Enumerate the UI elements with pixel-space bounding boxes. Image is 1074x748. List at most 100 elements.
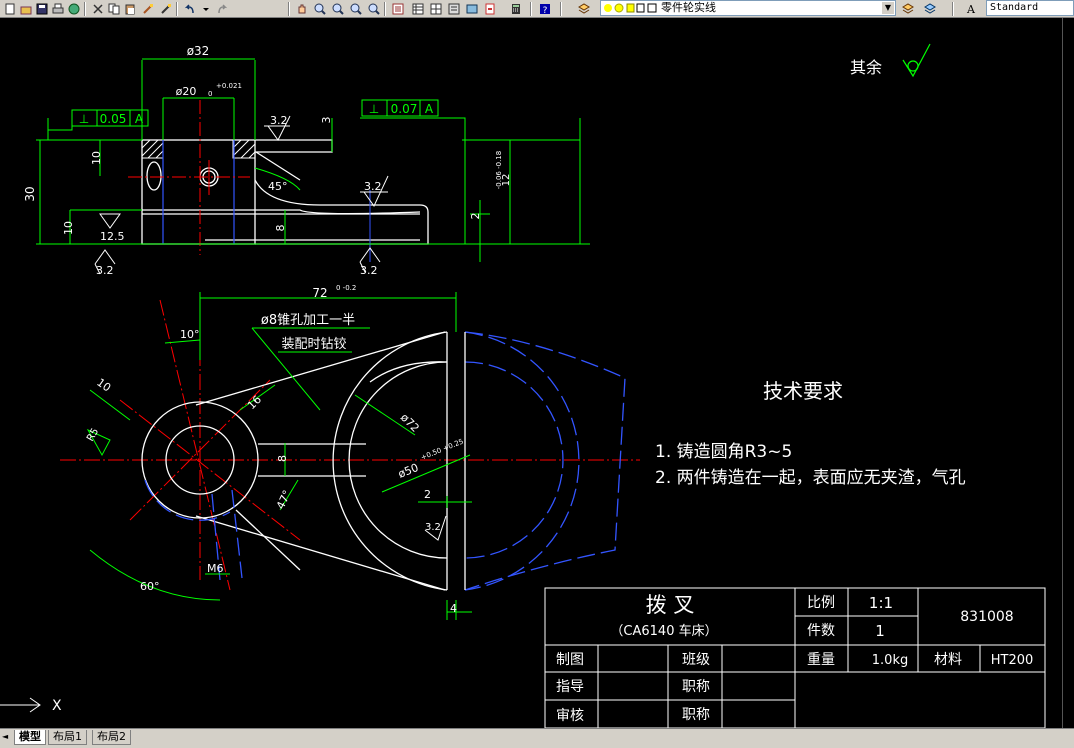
ucs-x-label: X bbox=[52, 698, 62, 714]
machine-name: （CA6140 车床） bbox=[610, 623, 717, 639]
new-icon[interactable] bbox=[2, 1, 17, 15]
layer-previous-icon[interactable] bbox=[900, 1, 915, 15]
tab-model[interactable]: 模型 bbox=[14, 730, 46, 745]
print-icon[interactable] bbox=[50, 1, 65, 15]
title-label-2: 职称 bbox=[682, 707, 710, 723]
save-icon[interactable] bbox=[34, 1, 49, 15]
dim-2: 2 bbox=[469, 213, 482, 220]
sheet-set-icon[interactable] bbox=[428, 1, 443, 15]
chevron-down-icon[interactable]: ▼ bbox=[882, 2, 894, 14]
calculator-icon[interactable] bbox=[508, 1, 523, 15]
tolerance-value-left: 0.05 bbox=[100, 112, 127, 126]
angle-60: 60° bbox=[140, 580, 160, 593]
copy-icon[interactable] bbox=[106, 1, 121, 15]
tab-layout2[interactable]: 布局2 bbox=[92, 730, 131, 745]
part-name: 拨 叉 bbox=[646, 593, 695, 617]
svg-text:A: A bbox=[966, 3, 976, 15]
angle-45: 45° bbox=[268, 180, 288, 193]
publish-icon[interactable] bbox=[482, 1, 497, 15]
hole-note-1: ø8锥孔加工一半 bbox=[261, 313, 355, 328]
front-view: 72 0 -0.2 ø8锥孔加工一半 装配时钻铰 10° 10 R5 16 ø7… bbox=[60, 284, 640, 620]
dim-72: 72 bbox=[312, 286, 327, 300]
dim-12: 12 bbox=[501, 174, 512, 187]
dim-30: 30 bbox=[23, 186, 37, 201]
text-style-dropdown[interactable]: Standard bbox=[986, 0, 1074, 16]
weight-value: 1.0kg bbox=[872, 653, 908, 668]
title-label-1: 职称 bbox=[682, 679, 710, 695]
dim-m6: M6 bbox=[207, 562, 224, 575]
roughness-symbol-icon bbox=[902, 43, 931, 78]
tab-layout1[interactable]: 布局1 bbox=[48, 730, 87, 745]
svg-text:?: ? bbox=[543, 6, 548, 15]
tool-palettes-icon[interactable] bbox=[410, 1, 425, 15]
drawing-number: 831008 bbox=[960, 609, 1013, 625]
undo-dropdown-icon[interactable] bbox=[198, 1, 213, 15]
text-style-icon[interactable]: A bbox=[964, 1, 979, 15]
vertical-scrollbar[interactable] bbox=[1062, 18, 1074, 728]
scale-value: 1:1 bbox=[869, 594, 893, 612]
ucs-icon bbox=[0, 697, 41, 713]
tech-req-title: 技术要求 bbox=[763, 379, 843, 403]
dim-bore: ø20 bbox=[176, 85, 197, 98]
qty-value: 1 bbox=[875, 622, 885, 640]
undo-icon[interactable] bbox=[182, 1, 197, 15]
layout-tabs: ◄ 模型 布局1 布局2 bbox=[0, 728, 1074, 748]
roughness-bottom-left: 3.2 bbox=[96, 264, 114, 277]
redo-icon[interactable] bbox=[214, 1, 229, 15]
zoom-window-icon[interactable] bbox=[330, 1, 345, 15]
help-icon[interactable]: ? bbox=[537, 1, 552, 15]
dim-72-tol: 0 -0.2 bbox=[336, 284, 356, 292]
design-center-icon[interactable] bbox=[66, 1, 81, 15]
dim-4: 4 bbox=[450, 602, 457, 615]
cut-icon[interactable] bbox=[90, 1, 105, 15]
tech-req-item-1: 1. 铸造圆角R3~5 bbox=[655, 442, 792, 462]
dim-8-front: 8 bbox=[276, 455, 289, 462]
material-label: 材料 bbox=[934, 652, 962, 668]
drawn-label: 制图 bbox=[556, 652, 584, 668]
material-value: HT200 bbox=[991, 653, 1034, 668]
layer-dropdown[interactable]: 零件轮实线 ▼ bbox=[600, 0, 896, 16]
dim-10-lower: 10 bbox=[62, 221, 75, 235]
dim-bore-tol-upper: +0.021 bbox=[216, 82, 242, 90]
zoom-realtime-icon[interactable] bbox=[312, 1, 327, 15]
dim-8: 8 bbox=[274, 225, 287, 232]
top-view: ⊥ 0.05 A ⊥ 0.07 A ø32 ø20 +0.021 0 30 10… bbox=[23, 44, 590, 277]
roughness-bottom-mid: 3.2 bbox=[360, 264, 378, 277]
weight-label: 重量 bbox=[807, 652, 835, 668]
review-label: 审核 bbox=[556, 708, 584, 724]
scale-label: 比例 bbox=[807, 595, 835, 611]
dim-2-front: 2 bbox=[424, 488, 431, 501]
open-icon[interactable] bbox=[18, 1, 33, 15]
guide-label: 指导 bbox=[556, 679, 584, 695]
tolerance-value-right: 0.07 bbox=[391, 102, 418, 116]
dim-bore-tol-lower: 0 bbox=[208, 90, 212, 98]
layer-manager-icon[interactable] bbox=[576, 1, 591, 15]
paste-icon[interactable] bbox=[122, 1, 137, 15]
tech-req-item-2: 2. 两件铸造在一起，表面应无夹渣，气孔 bbox=[655, 468, 966, 488]
layer-name: 零件轮实线 bbox=[661, 1, 716, 14]
match-properties-icon[interactable] bbox=[140, 1, 155, 15]
pan-icon[interactable] bbox=[294, 1, 309, 15]
angle-10: 10° bbox=[180, 328, 200, 341]
zoom-extents-icon[interactable] bbox=[366, 1, 381, 15]
dim-12-tol: -0.06 -0.18 bbox=[495, 151, 503, 189]
roughness-note: 其余 bbox=[850, 58, 882, 77]
roughness-left: 12.5 bbox=[100, 230, 125, 243]
drawing-canvas[interactable]: 其余 bbox=[0, 18, 1062, 728]
title-block bbox=[544, 587, 1046, 728]
class-label: 班级 bbox=[682, 652, 710, 668]
roughness-top: 3.2 bbox=[270, 114, 288, 127]
dim-3: 3 bbox=[320, 117, 333, 124]
layer-state-icon bbox=[604, 3, 657, 13]
tab-scroll-icon[interactable]: ◄ bbox=[2, 732, 9, 741]
zoom-previous-icon[interactable] bbox=[348, 1, 363, 15]
qty-label: 件数 bbox=[807, 623, 835, 639]
layer-translate-icon[interactable] bbox=[922, 1, 937, 15]
markup-icon[interactable] bbox=[446, 1, 461, 15]
dim-width: ø32 bbox=[187, 44, 210, 58]
roughness-front: 3.2 bbox=[425, 522, 441, 533]
dbconnect-icon[interactable] bbox=[464, 1, 479, 15]
dim-10-upper: 10 bbox=[90, 151, 103, 165]
block-icon[interactable] bbox=[158, 1, 173, 15]
properties-icon[interactable] bbox=[390, 1, 405, 15]
